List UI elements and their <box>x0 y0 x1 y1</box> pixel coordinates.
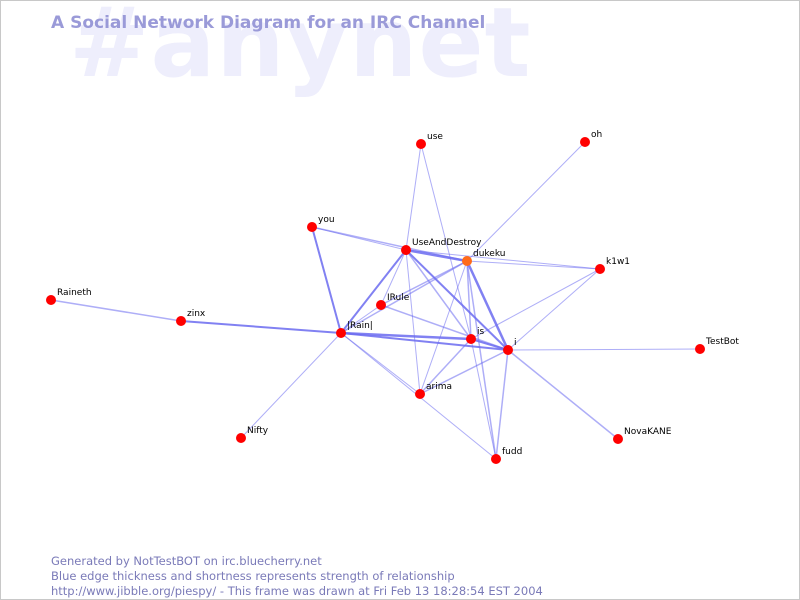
node-dot <box>491 454 501 464</box>
node-dot <box>376 300 386 310</box>
node-dot <box>462 256 472 266</box>
node-label: zinx <box>187 309 206 319</box>
edge-UseAndDestroy-Rain <box>340 249 407 334</box>
node-oh: oh <box>580 130 602 147</box>
edge-Rain-is <box>340 331 472 341</box>
edge-dukeku-k1w1 <box>466 260 601 270</box>
edge-k1w1-is <box>470 268 601 340</box>
edge-UseAndDestroy-k1w1 <box>405 249 601 270</box>
edge-k1w1-i <box>507 268 601 351</box>
edge-Raineth-zinx <box>50 299 182 322</box>
node-dot <box>695 344 705 354</box>
node-arima: arima <box>415 382 452 399</box>
edge-zinx-Rain <box>180 320 342 334</box>
footer-url-timestamp: http://www.jibble.org/piespy/ - This fra… <box>51 584 543 598</box>
edge-dukeku-Rain <box>340 260 468 334</box>
footer-legend: Blue edge thickness and shortness repres… <box>51 569 455 583</box>
edge-i-arima <box>419 349 509 395</box>
edge-use-UseAndDestroy <box>405 143 422 251</box>
node-dot <box>176 316 186 326</box>
node-you: you <box>307 215 335 232</box>
node-k1w1: k1w1 <box>595 257 630 274</box>
edge-Rain-Nifty <box>240 332 342 439</box>
node-label: use <box>427 132 443 142</box>
node-label: Raineth <box>57 288 92 298</box>
node-label: oh <box>591 130 602 140</box>
node-IRule: IRule <box>376 293 410 310</box>
edge-you-UseAndDestroy <box>311 226 407 251</box>
edge-Rain-i <box>340 332 509 351</box>
edge-i-fudd <box>495 349 509 460</box>
channel-watermark: #anynet <box>69 0 532 99</box>
node-label: |Rain| <box>347 321 373 331</box>
node-fudd: fudd <box>491 447 522 464</box>
diagram-title: A Social Network Diagram for an IRC Chan… <box>51 13 486 33</box>
edge-layer <box>50 141 701 460</box>
node-label: IRule <box>387 293 410 303</box>
node-dot <box>580 137 590 147</box>
node-dot <box>401 245 411 255</box>
edge-dukeku-fudd <box>466 260 497 460</box>
node-Nifty: Nifty <box>236 426 269 443</box>
node-label: Nifty <box>247 426 269 436</box>
edge-UseAndDestroy-i <box>405 249 509 351</box>
node-UseAndDestroy: UseAndDestroy <box>401 238 482 255</box>
edge-is-arima <box>419 338 472 395</box>
node-label: i <box>514 338 517 348</box>
footer-generated-by: Generated by NotTestBOT on irc.bluecherr… <box>51 554 322 568</box>
node-Raineth: Raineth <box>46 288 92 305</box>
node-zinx: zinx <box>176 309 206 326</box>
edge-i-NovaKANE <box>507 349 619 440</box>
node-label: arima <box>426 382 452 392</box>
node-dot <box>595 264 605 274</box>
node-dot <box>416 139 426 149</box>
node-dot <box>46 295 56 305</box>
node-label: UseAndDestroy <box>412 238 482 248</box>
node-label: NovaKANE <box>624 427 672 437</box>
edge-is-fudd <box>470 338 497 460</box>
node-dukeku: dukeku <box>462 249 505 266</box>
edge-you-Rain <box>311 226 342 334</box>
node-label: k1w1 <box>606 257 630 267</box>
node-label: is <box>477 327 485 337</box>
node-dot <box>336 328 346 338</box>
edge-oh-dukeku <box>466 141 586 262</box>
node-dot <box>307 222 317 232</box>
node-dot <box>415 389 425 399</box>
edge-dukeku-i <box>465 260 510 351</box>
node-label: dukeku <box>473 249 505 259</box>
node-label: TestBot <box>705 337 739 347</box>
node-i: i <box>503 338 517 355</box>
edge-UseAndDestroy-IRule <box>380 249 407 306</box>
edge-i-TestBot <box>507 348 701 351</box>
edge-IRule-Rain <box>340 304 382 334</box>
edge-UseAndDestroy-is <box>405 249 472 340</box>
node-dot <box>503 345 513 355</box>
edge-UseAndDestroy-dukeku <box>405 248 468 263</box>
edge-dukeku-is <box>466 260 472 340</box>
node-dot <box>466 334 476 344</box>
edge-is-i <box>470 338 509 351</box>
node-label: fudd <box>502 447 522 457</box>
node-dot <box>236 433 246 443</box>
node-use: use <box>416 132 443 149</box>
node-dot <box>613 434 623 444</box>
node-NovaKANE: NovaKANE <box>613 427 672 444</box>
node-is: is <box>466 327 485 344</box>
edge-IRule-i <box>380 304 509 351</box>
node-TestBot: TestBot <box>695 337 739 354</box>
node-Rain: |Rain| <box>336 321 373 338</box>
edge-UseAndDestroy-arima <box>405 249 421 395</box>
node-label: you <box>318 215 335 225</box>
footer-info: Generated by NotTestBOT on irc.bluecherr… <box>51 554 543 599</box>
